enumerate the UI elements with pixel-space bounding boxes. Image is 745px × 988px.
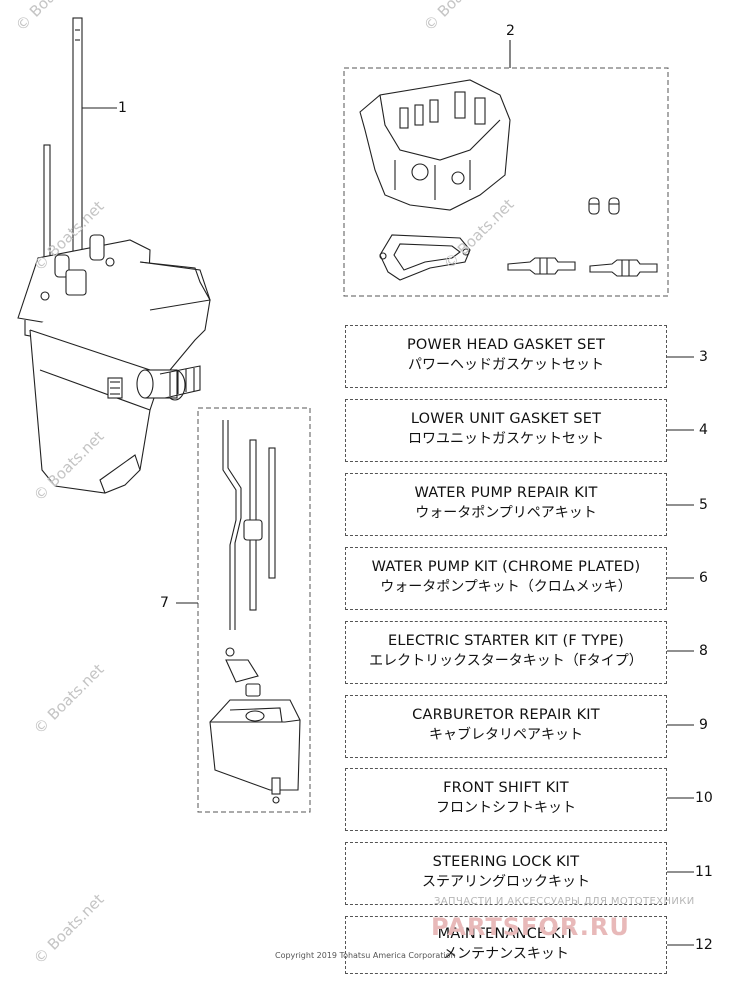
brand-tagline: ЗАПЧАСТИ И АКСЕССУАРЫ ДЛЯ МОТОТЕХНИКИ [434, 896, 695, 907]
callout-5: 5 [699, 497, 708, 513]
kit-label-jp: メンテナンスキット [443, 946, 569, 962]
kit-power-head-gasket-set[interactable]: POWER HEAD GASKET SET パワーヘッドガスケットセット [345, 325, 667, 388]
kit-label-en: STEERING LOCK KIT [432, 854, 580, 870]
kit-label-en: MAINTENANCE KIT [437, 926, 575, 942]
kit-electric-starter-kit[interactable]: ELECTRIC STARTER KIT (F TYPE) エレクトリックスター… [345, 621, 667, 684]
callout-9: 9 [699, 717, 708, 733]
callout-11: 11 [695, 864, 713, 880]
kit-maintenance-kit[interactable]: MAINTENANCE KIT メンテナンスキット [345, 916, 667, 974]
brand-logo: PARTSFOR.RU [431, 913, 630, 941]
shift-kit-illustration [176, 407, 311, 813]
kit-label-en: ELECTRIC STARTER KIT (F TYPE) [388, 633, 624, 649]
kit-label-jp: ウォータポンプリペアキット [415, 505, 597, 521]
kit-front-shift-kit[interactable]: FRONT SHIFT KIT フロントシフトキット [345, 768, 667, 831]
callout-3: 3 [699, 349, 708, 365]
callout-4: 4 [699, 422, 708, 438]
kit-label-en: WATER PUMP KIT (CHROME PLATED) [371, 559, 641, 575]
lower-unit-illustration [17, 17, 211, 494]
kit-label-jp: エレクトリックスタータキット（Fタイプ） [369, 653, 643, 669]
kit-label-en: CARBURETOR REPAIR KIT [412, 707, 600, 723]
powerhead-kit-illustration [343, 40, 669, 297]
kit-steering-lock-kit[interactable]: STEERING LOCK KIT ステアリングロックキット [345, 842, 667, 905]
kit-lower-unit-gasket-set[interactable]: LOWER UNIT GASKET SET ロワユニットガスケットセット [345, 399, 667, 462]
kit-label-jp: ステアリングロックキット [422, 874, 590, 890]
kit-label-jp: キャブレタリペアキット [429, 727, 583, 743]
copyright-text: Copyright 2019 Tohatsu America Corporati… [275, 951, 456, 960]
callout-1: 1 [118, 100, 127, 116]
kit-leader-lines [667, 356, 694, 946]
kit-label-jp: ウォータポンプキット（クロムメッキ） [380, 579, 632, 595]
kit-label-en: FRONT SHIFT KIT [443, 780, 569, 796]
callout-6: 6 [699, 570, 708, 586]
callout-12: 12 [695, 937, 713, 953]
callout-7: 7 [160, 595, 169, 611]
kit-label-en: POWER HEAD GASKET SET [406, 337, 606, 353]
kit-label-jp: フロントシフトキット [436, 800, 576, 816]
callout-8: 8 [699, 643, 708, 659]
callout-2: 2 [506, 23, 515, 39]
kit-label-jp: ロワユニットガスケットセット [408, 431, 604, 447]
kit-label-en: LOWER UNIT GASKET SET [410, 411, 602, 427]
callout-10: 10 [695, 790, 713, 806]
kit-water-pump-kit-chrome[interactable]: WATER PUMP KIT (CHROME PLATED) ウォータポンプキッ… [345, 547, 667, 610]
kit-label-jp: パワーヘッドガスケットセット [408, 357, 604, 373]
kit-carburetor-repair-kit[interactable]: CARBURETOR REPAIR KIT キャブレタリペアキット [345, 695, 667, 758]
kit-label-en: WATER PUMP REPAIR KIT [414, 485, 598, 501]
kit-water-pump-repair-kit[interactable]: WATER PUMP REPAIR KIT ウォータポンプリペアキット [345, 473, 667, 536]
